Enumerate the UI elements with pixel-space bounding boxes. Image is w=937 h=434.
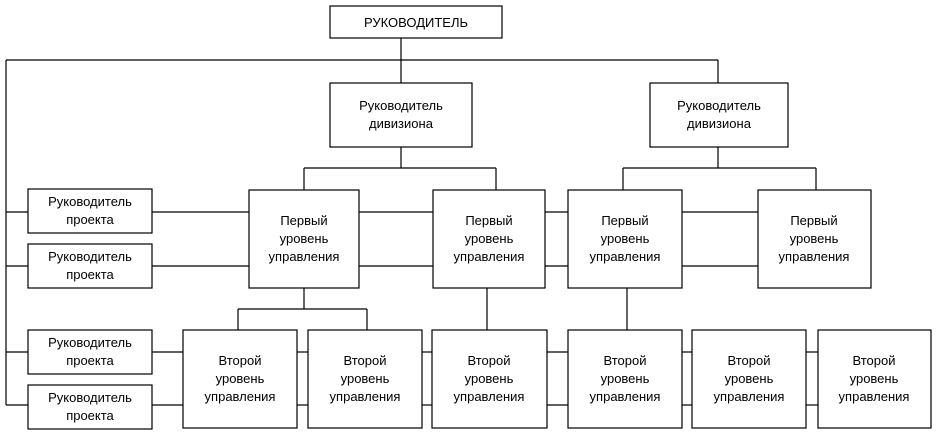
division-head-box: Руководитель дивизиона bbox=[649, 82, 789, 148]
second-level-label: уровень bbox=[341, 371, 390, 386]
first-level-label: уровень bbox=[465, 231, 514, 246]
first-level-label: управления bbox=[269, 249, 340, 264]
project-manager-box: Руководитель проекта bbox=[27, 329, 153, 375]
top-manager-box: РУКОВОДИТЕЛЬ bbox=[329, 5, 503, 39]
first-level-label: управления bbox=[454, 249, 525, 264]
first-level-label: управления bbox=[590, 249, 661, 264]
second-level-label: Второй bbox=[219, 353, 262, 368]
project-manager-box: Руководитель проекта bbox=[27, 188, 153, 234]
project-manager-box: Руководитель проекта bbox=[27, 384, 153, 430]
project-manager-label: проекта bbox=[66, 267, 114, 282]
second-level-label: Второй bbox=[468, 353, 511, 368]
project-manager-label: проекта bbox=[66, 212, 114, 227]
first-level-box: Первый уровень управления bbox=[432, 189, 546, 289]
project-manager-box: Руководитель проекта bbox=[27, 243, 153, 289]
second-level-box: Второй уровень управления bbox=[567, 329, 683, 429]
division-head-label: Руководитель bbox=[359, 98, 443, 113]
division-head-label: дивизиона bbox=[687, 116, 752, 131]
second-level-label: уровень bbox=[216, 371, 265, 386]
second-level-label: уровень bbox=[465, 371, 514, 386]
second-level-label: Второй bbox=[853, 353, 896, 368]
first-level-label: Первый bbox=[601, 213, 648, 228]
project-manager-label: Руководитель bbox=[48, 194, 132, 209]
first-level-label: управления bbox=[779, 249, 850, 264]
division-head-box: Руководитель дивизиона bbox=[329, 82, 473, 148]
first-level-label: уровень bbox=[790, 231, 839, 246]
top-manager-label: РУКОВОДИТЕЛЬ bbox=[364, 15, 468, 30]
connectors bbox=[5, 38, 818, 406]
second-level-label: управления bbox=[330, 389, 401, 404]
project-manager-label: Руководитель bbox=[48, 390, 132, 405]
first-level-box: Первый уровень управления bbox=[757, 189, 872, 289]
second-level-label: управления bbox=[714, 389, 785, 404]
project-manager-label: Руководитель bbox=[48, 335, 132, 350]
first-level-label: уровень bbox=[601, 231, 650, 246]
second-level-label: управления bbox=[839, 389, 910, 404]
second-level-label: уровень bbox=[725, 371, 774, 386]
second-level-label: управления bbox=[590, 389, 661, 404]
project-manager-label: проекта bbox=[66, 353, 114, 368]
second-level-box: Второй уровень управления bbox=[431, 329, 548, 429]
first-level-label: Первый bbox=[280, 213, 327, 228]
division-head-label: дивизиона bbox=[369, 116, 434, 131]
first-level-label: Первый bbox=[790, 213, 837, 228]
second-level-label: Второй bbox=[604, 353, 647, 368]
first-level-label: Первый bbox=[465, 213, 512, 228]
second-level-label: Второй bbox=[344, 353, 387, 368]
first-level-box: Первый уровень управления bbox=[567, 189, 683, 289]
second-level-box: Второй уровень управления bbox=[182, 329, 298, 429]
first-level-label: уровень bbox=[280, 231, 329, 246]
second-level-box: Второй уровень управления bbox=[691, 329, 807, 429]
project-manager-label: Руководитель bbox=[48, 249, 132, 264]
project-manager-label: проекта bbox=[66, 408, 114, 423]
second-level-box: Второй уровень управления bbox=[817, 329, 932, 429]
second-level-box: Второй уровень управления bbox=[307, 329, 423, 429]
first-level-box: Первый уровень управления bbox=[248, 189, 360, 289]
division-head-label: Руководитель bbox=[677, 98, 761, 113]
second-level-label: Второй bbox=[728, 353, 771, 368]
second-level-label: управления bbox=[454, 389, 525, 404]
second-level-label: уровень bbox=[601, 371, 650, 386]
second-level-label: управления bbox=[205, 389, 276, 404]
second-level-label: уровень bbox=[850, 371, 899, 386]
